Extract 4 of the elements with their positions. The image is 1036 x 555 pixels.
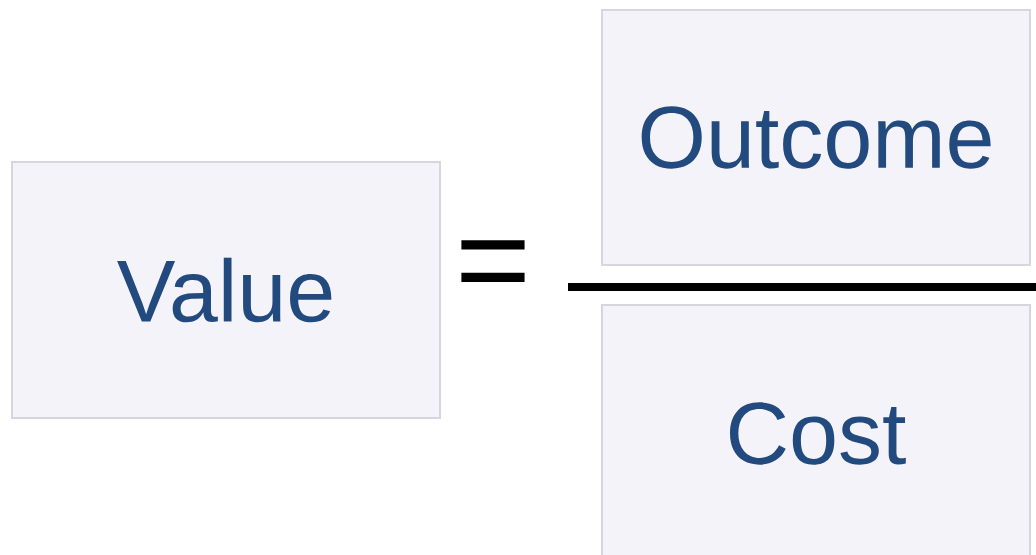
text-box: Cost bbox=[601, 304, 1031, 555]
text-box: Outcome bbox=[601, 9, 1031, 266]
equals-sign: = bbox=[461, 240, 525, 283]
text-box: Value bbox=[11, 161, 441, 419]
